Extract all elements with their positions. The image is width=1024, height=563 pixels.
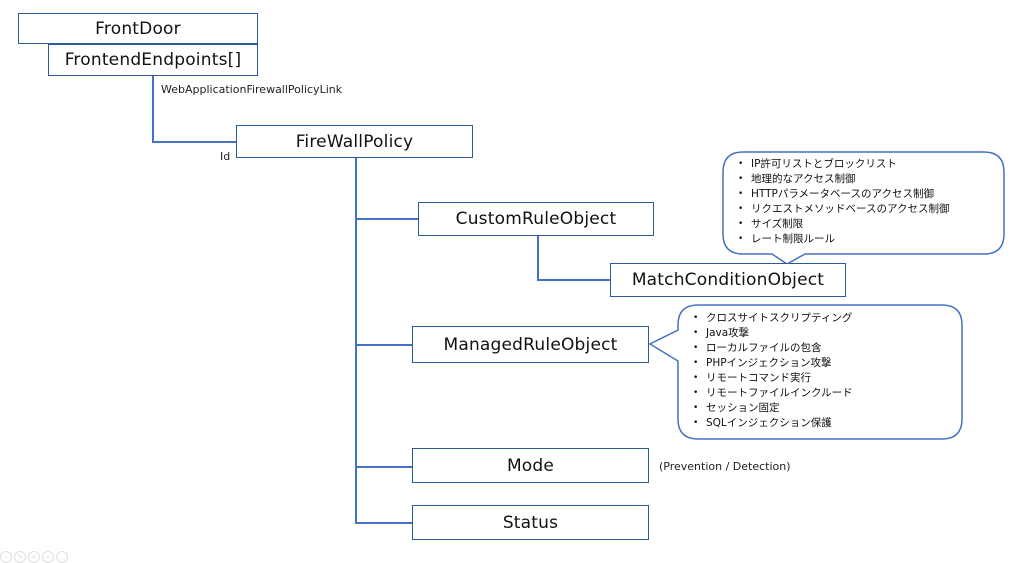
list-item: 地理的なアクセス制御 bbox=[736, 172, 949, 187]
managed-rule-list: クロスサイトスクリプティング Java攻撃 ローカルファイルの包含 PHPインジ… bbox=[691, 311, 853, 431]
edge-label-waf-policy-link: WebApplicationFirewallPolicyLink bbox=[161, 83, 343, 96]
edge-label-mode-values: (Prevention / Detection) bbox=[659, 460, 791, 473]
node-custom-rule-object: CustomRuleObject bbox=[418, 202, 654, 236]
list-item: IP許可リストとブロックリスト bbox=[736, 157, 949, 172]
zoom-icon[interactable]: + bbox=[28, 551, 40, 563]
list-item: セッション固定 bbox=[691, 401, 853, 416]
nav-icon[interactable]: ‹ bbox=[0, 551, 12, 563]
connector-endpoints-to-policy-horizontal bbox=[152, 141, 236, 143]
list-item: ローカルファイルの包含 bbox=[691, 341, 853, 356]
node-status: Status bbox=[412, 505, 649, 540]
connector-to-customrule bbox=[355, 218, 418, 220]
node-firewall-policy: FireWallPolicy bbox=[236, 125, 473, 158]
connector-policy-trunk bbox=[355, 158, 357, 524]
connector-to-mode bbox=[355, 466, 412, 468]
search-icon[interactable]: ⌕ bbox=[42, 551, 54, 563]
connector-endpoints-to-policy-vertical bbox=[152, 76, 154, 143]
match-condition-list: IP許可リストとブロックリスト 地理的なアクセス制御 HTTPパラメータベースの… bbox=[736, 157, 949, 247]
connector-customrule-horizontal bbox=[537, 279, 610, 281]
list-item: PHPインジェクション攻撃 bbox=[691, 356, 853, 371]
edge-label-id: Id bbox=[220, 150, 231, 163]
list-item: Java攻撃 bbox=[691, 326, 853, 341]
list-item: レート制限ルール bbox=[736, 232, 949, 247]
list-item: リモートコマンド実行 bbox=[691, 371, 853, 386]
node-frontend-endpoints: FrontendEndpoints[] bbox=[48, 44, 258, 76]
list-item: リモートファイルインクルード bbox=[691, 386, 853, 401]
list-item: リクエストメソッドベースのアクセス制御 bbox=[736, 202, 949, 217]
list-item: サイズ制限 bbox=[736, 217, 949, 232]
node-match-condition-object: MatchConditionObject bbox=[610, 263, 846, 297]
connector-to-status bbox=[355, 522, 412, 524]
list-item: SQLインジェクション保護 bbox=[691, 416, 853, 431]
node-mode: Mode bbox=[412, 448, 649, 483]
connector-to-managedrule bbox=[355, 344, 412, 346]
list-item: クロスサイトスクリプティング bbox=[691, 311, 853, 326]
more-icon[interactable]: … bbox=[56, 551, 68, 563]
connector-customrule-vertical bbox=[537, 236, 539, 281]
list-item: HTTPパラメータベースのアクセス制御 bbox=[736, 187, 949, 202]
edit-icon[interactable]: ✎ bbox=[14, 551, 26, 563]
node-managed-rule-object: ManagedRuleObject bbox=[412, 326, 649, 363]
node-front-door: FrontDoor bbox=[18, 13, 258, 44]
presentation-toolbar: ‹ ✎ + ⌕ … bbox=[0, 551, 68, 563]
